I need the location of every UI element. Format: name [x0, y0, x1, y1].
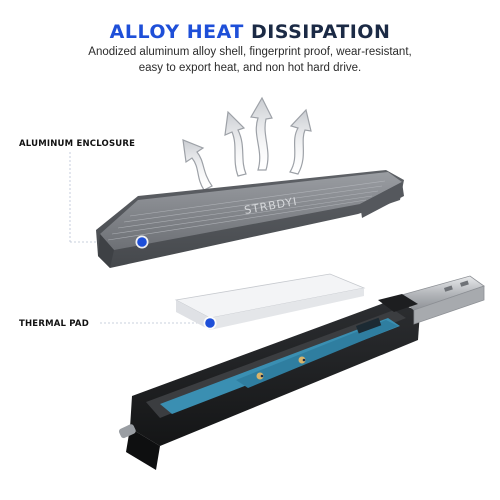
usb-a-plug	[378, 275, 485, 325]
headline-rest: DISSIPATION	[250, 21, 391, 43]
description-line-2: easy to export heat, and non hot hard dr…	[138, 61, 362, 74]
heat-arrow-icon	[182, 139, 213, 191]
thermal-pad	[174, 273, 366, 330]
callout-connectors	[69, 152, 206, 324]
m2-connector	[355, 317, 382, 334]
callout-thermal-pad: THERMAL PAD	[19, 319, 89, 329]
headline-accent: ALLOY HEAT	[109, 21, 244, 43]
heat-arrow-icon	[224, 110, 247, 177]
heat-arrow-icon	[289, 108, 312, 175]
usb-c-plug	[118, 424, 136, 439]
ssd-case	[118, 300, 420, 470]
description-line-1: Anodized aluminum alloy shell, fingerpri…	[88, 46, 412, 58]
heat-arrow-icon	[250, 96, 273, 171]
aluminum-enclosure: STRBDYI	[96, 170, 404, 268]
callout-aluminum-enclosure: ALUMINUM ENCLOSURE	[19, 139, 136, 149]
blue-dot-marker-icon	[135, 235, 149, 249]
headline: ALLOY HEAT DISSIPATION	[0, 21, 500, 43]
heat-arrows	[182, 96, 312, 191]
feature-description: Anodized aluminum alloy shell, fingerpri…	[60, 45, 440, 76]
blue-dot-marker-icon	[203, 316, 217, 330]
